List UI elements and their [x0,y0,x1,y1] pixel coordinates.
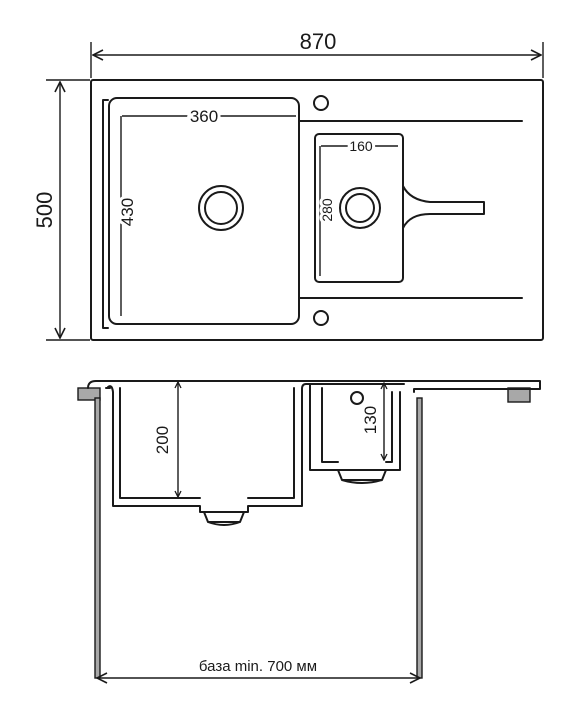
main-drain-outer [198,185,244,231]
main-bowl-inner-wall [119,387,295,499]
side-view: 200 130 база min. 700 мм [77,380,541,679]
small-bowl-depth-label: 280 [319,198,335,222]
right-support-cap [507,387,531,403]
main-drain-inner [204,191,238,225]
overall-width-label: 870 [300,29,337,54]
overflow-hole-section [350,391,364,405]
main-bowl [108,97,300,325]
tap-hole-top [313,95,329,111]
main-bowl-height-label: 200 [153,426,172,454]
left-edge-groove [102,99,109,329]
main-bowl-width-label: 360 [190,107,218,126]
small-drain-section [337,469,387,484]
main-bowl-depth-label: 430 [118,198,137,226]
sink-outline [90,79,544,341]
main-bowl-section [107,383,317,513]
overall-depth-label: 500 [32,192,57,229]
small-bowl-height-label: 130 [361,406,380,434]
small-bowl [314,133,404,283]
overflow-channel [402,185,485,229]
right-cabinet-post [416,397,423,679]
main-drain-section [203,511,245,526]
small-bowl-section [309,383,401,471]
cabinet-base-label: база min. 700 мм [199,658,317,675]
tap-hole-bottom [313,310,329,326]
small-drain-inner [345,193,375,223]
top-view: 870 500 360 430 160 280 [32,29,544,341]
left-cabinet-post [94,397,101,679]
small-drain-outer [339,187,381,229]
countertop-profile [87,380,541,393]
small-bowl-width-label: 160 [349,138,373,154]
